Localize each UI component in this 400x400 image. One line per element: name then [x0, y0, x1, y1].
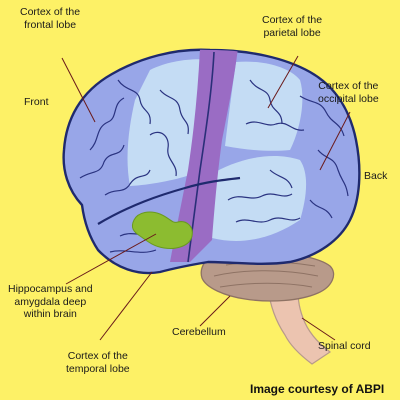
label-temporal-line-1: Cortex of the — [67, 350, 128, 362]
label-frontal-line-2: frontal lobe — [24, 18, 77, 31]
label-parietal-line-1: Cortex of the — [262, 14, 323, 26]
motor-strip — [170, 49, 238, 262]
label-occipital-line-2: occipital lobe — [318, 92, 379, 105]
leader-cerebellum — [199, 295, 231, 327]
leader-lines — [61, 55, 351, 341]
label-frontal-lobe: Cortex of the frontal lobe — [20, 6, 80, 31]
leader-hippocampus — [65, 233, 157, 285]
frontal-light-region — [127, 59, 210, 186]
label-back: Back — [364, 170, 388, 182]
label-temporal-line-2: temporal lobe — [66, 362, 130, 375]
label-hippocampus-line-2: amygdala deep — [14, 295, 87, 308]
parietal-light-region — [225, 61, 303, 151]
label-temporal-lobe: Cortex of the temporal lobe — [66, 350, 130, 375]
leader-occipital — [319, 111, 351, 171]
spinal-cord-shape — [267, 285, 332, 365]
gyri-lines — [79, 79, 349, 253]
label-parietal-lobe: Cortex of the parietal lobe — [262, 14, 322, 39]
lateral-fissure — [97, 176, 241, 225]
leader-temporal — [99, 271, 153, 341]
label-frontal-line-1: Cortex of the — [20, 6, 81, 18]
label-cerebellum: Cerebellum — [172, 326, 226, 338]
label-front: Front — [24, 96, 49, 108]
leader-frontal — [61, 57, 96, 123]
label-occipital-line-1: Cortex of the — [318, 80, 379, 92]
label-hippocampus-line-3: within brain — [23, 308, 77, 320]
label-hippocampus: Hippocampus and amygdala deep within bra… — [8, 283, 93, 321]
label-parietal-line-2: parietal lobe — [263, 26, 321, 39]
leader-spinal — [301, 317, 336, 341]
leader-parietal — [267, 55, 299, 109]
label-occipital-lobe: Cortex of the occipital lobe — [318, 80, 379, 105]
label-hippocampus-line-1: Hippocampus and — [8, 283, 93, 295]
image-credit: Image courtesy of ABPI — [250, 382, 385, 396]
label-spinal-cord: Spinal cord — [318, 340, 371, 352]
